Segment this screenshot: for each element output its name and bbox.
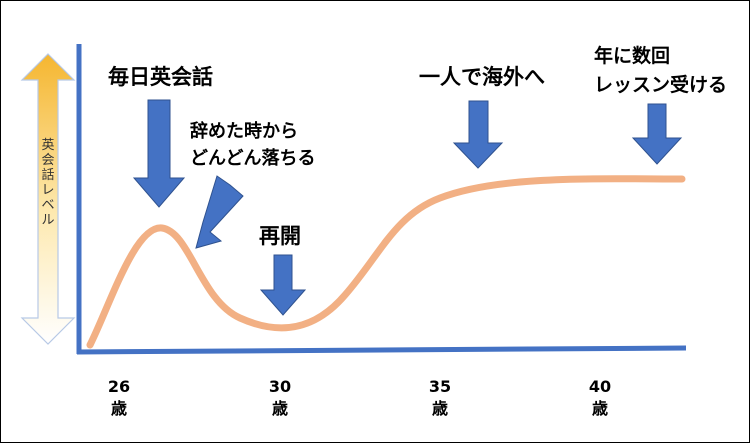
level-curve xyxy=(86,175,686,349)
annotation-lessons-line-1: 年に数回 xyxy=(594,45,671,67)
x-tick-unit: 歳 xyxy=(110,399,127,418)
x-axis xyxy=(76,345,687,355)
arrow-down-resume xyxy=(259,254,307,316)
x-tick-35: 35 歳 xyxy=(425,376,455,420)
annotation-resume: 再開 xyxy=(259,224,301,248)
x-tick-unit: 歳 xyxy=(271,399,288,418)
x-tick-age: 40 xyxy=(588,377,612,396)
arrow-down-daily xyxy=(132,99,186,208)
x-tick-40: 40 歳 xyxy=(585,376,615,420)
annotation-abroad: 一人で海外へ xyxy=(419,65,545,89)
arrow-diagonal-decline xyxy=(195,175,244,249)
x-tick-30: 30 歳 xyxy=(265,376,295,420)
arrow-down-abroad xyxy=(452,100,504,169)
x-tick-age: 30 xyxy=(268,377,292,396)
level-double-arrow xyxy=(20,53,76,345)
x-tick-unit: 歳 xyxy=(591,399,608,418)
arrow-down-lessons xyxy=(631,103,683,165)
x-tick-age: 26 xyxy=(107,377,131,396)
x-tick-unit: 歳 xyxy=(431,399,448,418)
annotation-daily: 毎日英会話 xyxy=(108,65,213,89)
annotation-quit: 辞めた時から どんどん落ちる xyxy=(190,118,315,172)
annotation-quit-line-2: どんどん落ちる xyxy=(190,148,316,169)
x-tick-26: 26 歳 xyxy=(104,376,134,420)
x-tick-age: 35 xyxy=(428,377,452,396)
y-axis-label: 英会話レベル xyxy=(41,138,55,228)
annotation-quit-line-1: 辞めた時から xyxy=(190,121,298,142)
annotation-lessons: 年に数回 レッスン受ける xyxy=(594,42,727,100)
annotation-lessons-line-2: レッスン受ける xyxy=(594,74,728,96)
